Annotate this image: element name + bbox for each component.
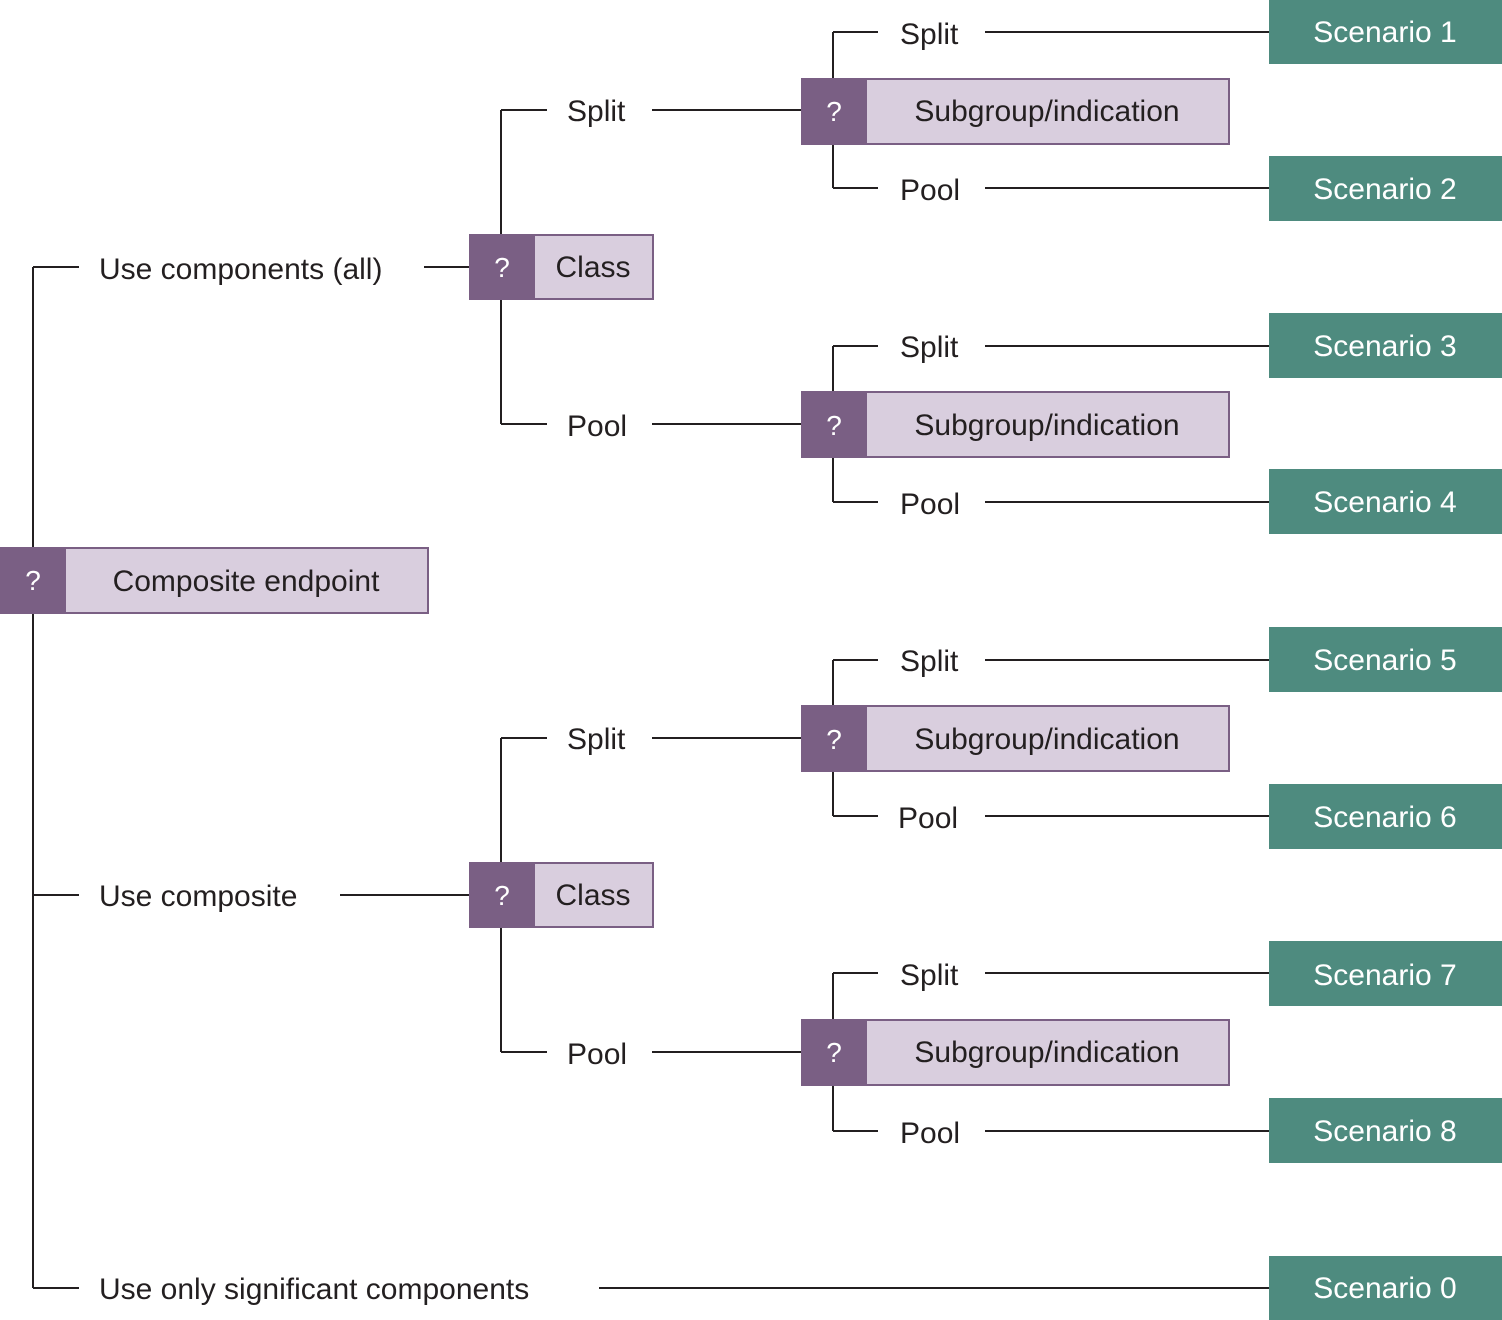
subgroup-node-3: ? Subgroup/indication (801, 705, 1230, 772)
scenario-7-label: Scenario 7 (1313, 959, 1456, 992)
scenario-4-label: Scenario 4 (1313, 486, 1456, 519)
class-1-question-mark: ? (494, 252, 510, 283)
scenario-2: Scenario 2 (1269, 156, 1502, 221)
subgroup-3-pool-label: Pool (898, 802, 958, 835)
class-1-split-label: Split (567, 95, 626, 128)
subgroup-1-label-box (865, 78, 1230, 145)
root-label-box (0, 547, 429, 614)
scenario-0-label: Scenario 0 (1313, 1272, 1456, 1305)
scenario-5: Scenario 5 (1269, 627, 1502, 692)
branch-label-significant: Use only significant components (99, 1273, 529, 1306)
root-label: Composite endpoint (113, 565, 381, 598)
class-1-label: Class (555, 251, 630, 284)
subgroup-node-4: ? Subgroup/indication (801, 1019, 1230, 1086)
root-question-mark: ? (25, 565, 41, 596)
class-2-label-box (533, 862, 654, 928)
scenario-4-box (1269, 469, 1502, 534)
subgroup-2-question-marker (801, 391, 867, 458)
subgroup-2-split-label: Split (900, 331, 959, 364)
subgroup-node-2: ? Subgroup/indication (801, 391, 1230, 458)
subgroup-3-split-label: Split (900, 645, 959, 678)
scenario-2-box (1269, 156, 1502, 221)
class-1-question-marker (469, 234, 535, 300)
subgroup-1-question-mark: ? (826, 96, 842, 127)
class-node-1: ? Class (469, 234, 654, 300)
branch-label-components-all: Use components (all) (99, 253, 382, 286)
scenario-3-label: Scenario 3 (1313, 330, 1456, 363)
subgroup-node-1: ? Subgroup/indication (801, 78, 1230, 145)
subgroup-4-pool-label: Pool (900, 1117, 960, 1150)
scenario-4: Scenario 4 (1269, 469, 1502, 534)
scenario-1-label: Scenario 1 (1313, 16, 1456, 49)
class-2-label: Class (555, 879, 630, 912)
subgroup-3-label: Subgroup/indication (914, 723, 1179, 756)
subgroup-1-pool-label: Pool (900, 174, 960, 207)
class-2-question-marker (469, 862, 535, 928)
class-2-question-mark: ? (494, 880, 510, 911)
scenario-3-box (1269, 313, 1502, 378)
subgroup-3-question-mark: ? (826, 724, 842, 755)
scenario-7-box (1269, 941, 1502, 1006)
scenario-6: Scenario 6 (1269, 784, 1502, 849)
subgroup-4-question-marker (801, 1019, 867, 1086)
scenario-0: Scenario 0 (1269, 1256, 1502, 1320)
class-2-pool-label: Pool (567, 1038, 627, 1071)
subgroup-2-question-mark: ? (826, 410, 842, 441)
scenario-6-box (1269, 784, 1502, 849)
scenario-1: Scenario 1 (1269, 0, 1502, 64)
subgroup-1-question-marker (801, 78, 867, 145)
connector-lines (32, 31, 1270, 1289)
scenario-2-label: Scenario 2 (1313, 173, 1456, 206)
subgroup-4-question-mark: ? (826, 1037, 842, 1068)
scenario-6-label: Scenario 6 (1313, 801, 1456, 834)
subgroup-4-label: Subgroup/indication (914, 1036, 1179, 1069)
class-2-split-label: Split (567, 723, 626, 756)
scenario-5-label: Scenario 5 (1313, 644, 1456, 677)
class-1-pool-label: Pool (567, 410, 627, 443)
subgroup-1-label: Subgroup/indication (914, 95, 1179, 128)
subgroup-3-question-marker (801, 705, 867, 772)
root-node: ? Composite endpoint (0, 547, 429, 614)
scenario-1-box (1269, 0, 1502, 64)
subgroup-2-label: Subgroup/indication (914, 409, 1179, 442)
subgroup-2-label-box (865, 391, 1230, 458)
scenario-5-box (1269, 627, 1502, 692)
scenario-8-box (1269, 1098, 1502, 1163)
scenario-0-box (1269, 1256, 1502, 1320)
scenario-8-label: Scenario 8 (1313, 1115, 1456, 1148)
branch-label-composite: Use composite (99, 880, 297, 913)
scenario-8: Scenario 8 (1269, 1098, 1502, 1163)
scenario-3: Scenario 3 (1269, 313, 1502, 378)
root-question-marker (0, 547, 66, 614)
class-1-label-box (533, 234, 654, 300)
class-node-2: ? Class (469, 862, 654, 928)
subgroup-1-split-label: Split (900, 18, 959, 51)
scenario-7: Scenario 7 (1269, 941, 1502, 1006)
subgroup-4-split-label: Split (900, 959, 959, 992)
subgroup-2-pool-label: Pool (900, 488, 960, 521)
